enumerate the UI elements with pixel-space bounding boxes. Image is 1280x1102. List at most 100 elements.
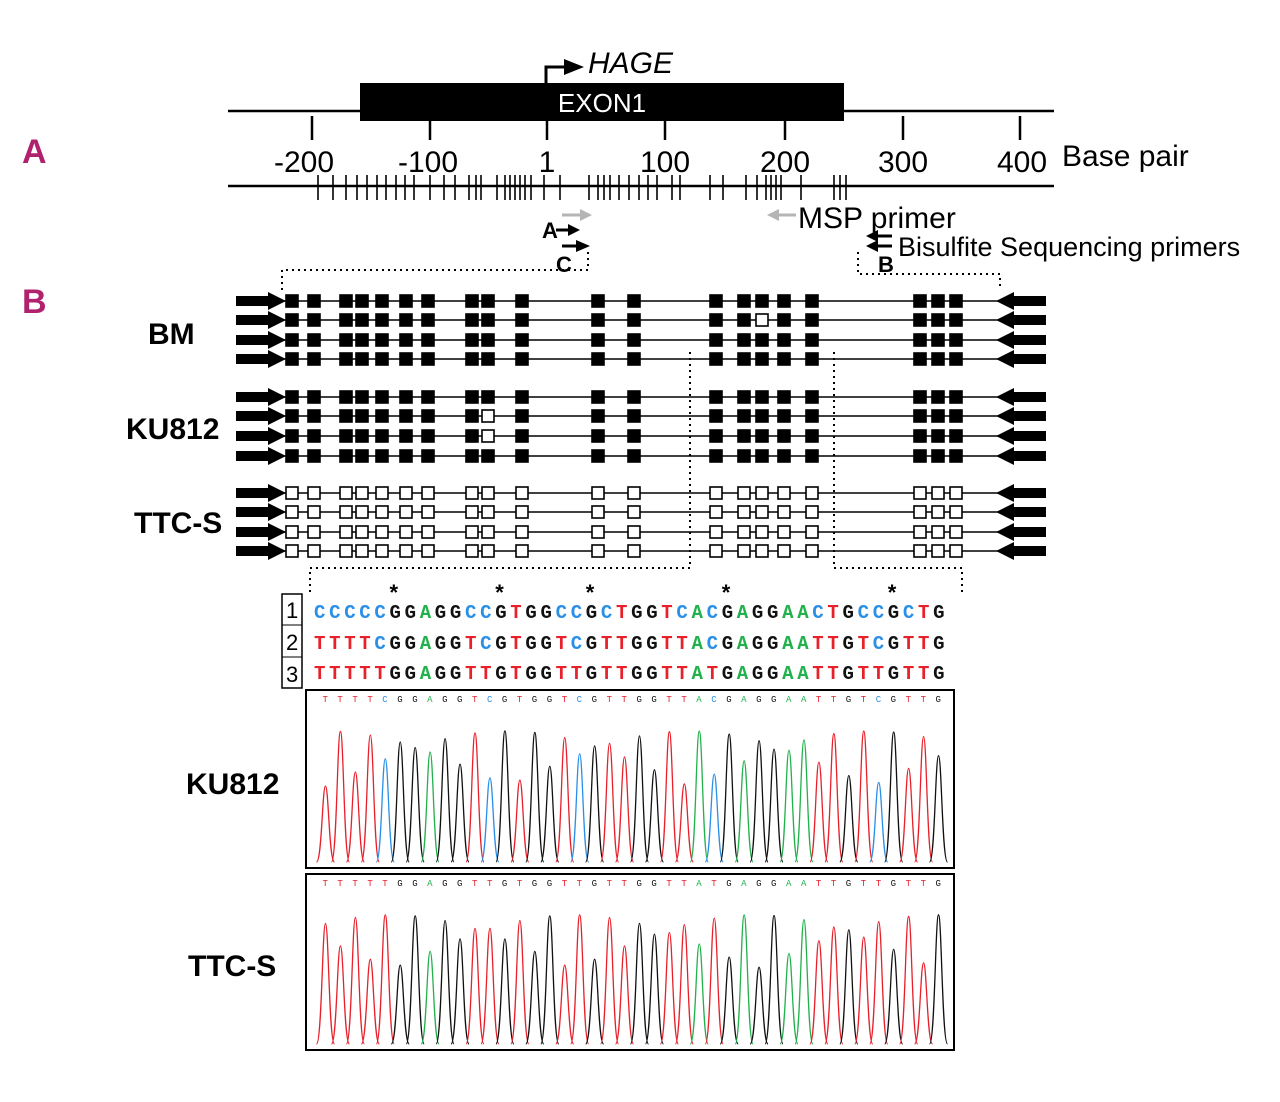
unmethylated-cpg	[375, 525, 389, 539]
trace-base-call: G	[651, 879, 656, 889]
bp-axis: -200 -100 1 100 200 300 400 Base pair	[228, 116, 1189, 200]
sequence-base: G	[525, 633, 536, 655]
methylated-cpg	[627, 390, 641, 404]
sequence-base: G	[843, 602, 854, 624]
sequence-base: C	[707, 602, 718, 624]
sequence-base: T	[827, 633, 838, 655]
sequence-base: T	[556, 633, 567, 655]
trace-base-call: C	[487, 695, 493, 705]
trace-peak	[495, 938, 515, 1045]
methylated-cpg	[913, 390, 927, 404]
methylated-cpg	[949, 429, 963, 443]
sequence-base: G	[450, 602, 461, 624]
panel-b-letter: B	[22, 283, 47, 321]
trace-peak	[734, 760, 754, 863]
sequence-base: G	[541, 633, 552, 655]
zoom-lines	[309, 352, 963, 592]
methylated-cpg	[465, 352, 479, 366]
trace-peak	[525, 950, 545, 1045]
trace-base-call: T	[711, 879, 717, 889]
trace-peak	[599, 916, 620, 1045]
methylated-cpg	[465, 294, 479, 308]
methylated-cpg	[913, 294, 927, 308]
trace-base-call: T	[352, 879, 358, 889]
methylated-cpg	[421, 294, 435, 308]
trace-base-call: T	[517, 879, 523, 889]
unmethylated-cpg	[777, 525, 791, 539]
methylated-cpg	[515, 294, 529, 308]
methylated-cpg	[421, 449, 435, 463]
trace-base-call: G	[547, 695, 552, 705]
clone-end-arrow-icon	[996, 447, 1046, 465]
sequence-base: C	[858, 602, 869, 624]
methylated-cpg	[949, 352, 963, 366]
sequence-base: A	[797, 602, 809, 624]
methylated-cpg	[627, 449, 641, 463]
trace-base-call: T	[831, 879, 837, 889]
unmethylated-cpg	[591, 544, 605, 558]
trace-base-call: G	[412, 879, 417, 889]
trace-base-call: T	[921, 879, 927, 889]
methylated-cpg	[515, 333, 529, 347]
methylated-cpg	[913, 449, 927, 463]
trace-peak	[330, 730, 351, 863]
trace-base-call: G	[397, 695, 402, 705]
sequence-base: C	[571, 633, 582, 655]
sequence-base: G	[541, 602, 552, 624]
trace-base-call: A	[427, 879, 433, 889]
trace-peak	[749, 966, 769, 1045]
methylated-cpg	[515, 429, 529, 443]
methylated-cpg	[931, 294, 945, 308]
trace-base-call: G	[502, 695, 507, 705]
trace-base-call: G	[442, 879, 447, 889]
unmethylated-cpg	[285, 505, 299, 519]
sequence-base: G	[631, 633, 642, 655]
trace-peak	[570, 914, 590, 1045]
trace-base-call: G	[532, 695, 537, 705]
trace-peak	[674, 783, 694, 863]
trace-peak	[689, 730, 709, 863]
trace-peak	[644, 933, 665, 1045]
trace-base-call: A	[427, 695, 433, 705]
trace-base-call: T	[607, 879, 613, 889]
axis-label: Base pair	[1062, 140, 1189, 173]
methylated-cpg	[285, 390, 299, 404]
sequence-base: T	[314, 633, 325, 655]
trace-base-call: T	[577, 879, 583, 889]
unmethylated-cpg	[355, 525, 369, 539]
methylated-cpg	[737, 429, 751, 443]
methylated-cpg	[737, 313, 751, 327]
sequence-base: G	[888, 602, 899, 624]
trace-peak	[629, 735, 650, 863]
methylated-cpg	[777, 390, 791, 404]
bisulfite-primers-label: Bisulfite Sequencing primers	[898, 232, 1240, 262]
sequence-base: C	[314, 602, 325, 624]
sequence-base: G	[586, 663, 597, 685]
sequence-base: G	[631, 663, 642, 685]
methylated-cpg	[307, 390, 321, 404]
trace-peak	[435, 919, 455, 1045]
methylated-cpg	[375, 429, 389, 443]
sequence-base: T	[858, 633, 869, 655]
trace-base-call: T	[562, 695, 568, 705]
trace-peak	[420, 751, 440, 863]
trace-base-call: T	[562, 879, 568, 889]
methylated-cpg	[627, 409, 641, 423]
trace-base-call: A	[696, 695, 702, 705]
trace-peak	[928, 754, 949, 863]
sequence-base: T	[510, 633, 521, 655]
trace-base-call: G	[726, 879, 731, 889]
methylated-cpg	[421, 390, 435, 404]
row-number-box	[281, 593, 303, 689]
methylated-cpg	[913, 429, 927, 443]
sequence-base: C	[329, 602, 340, 624]
sequence-base: C	[480, 633, 491, 655]
methylated-cpg	[913, 333, 927, 347]
sequence-base: G	[752, 663, 763, 685]
methylated-cpg	[805, 390, 819, 404]
methylated-cpg	[307, 352, 321, 366]
trace-peak	[809, 940, 829, 1045]
